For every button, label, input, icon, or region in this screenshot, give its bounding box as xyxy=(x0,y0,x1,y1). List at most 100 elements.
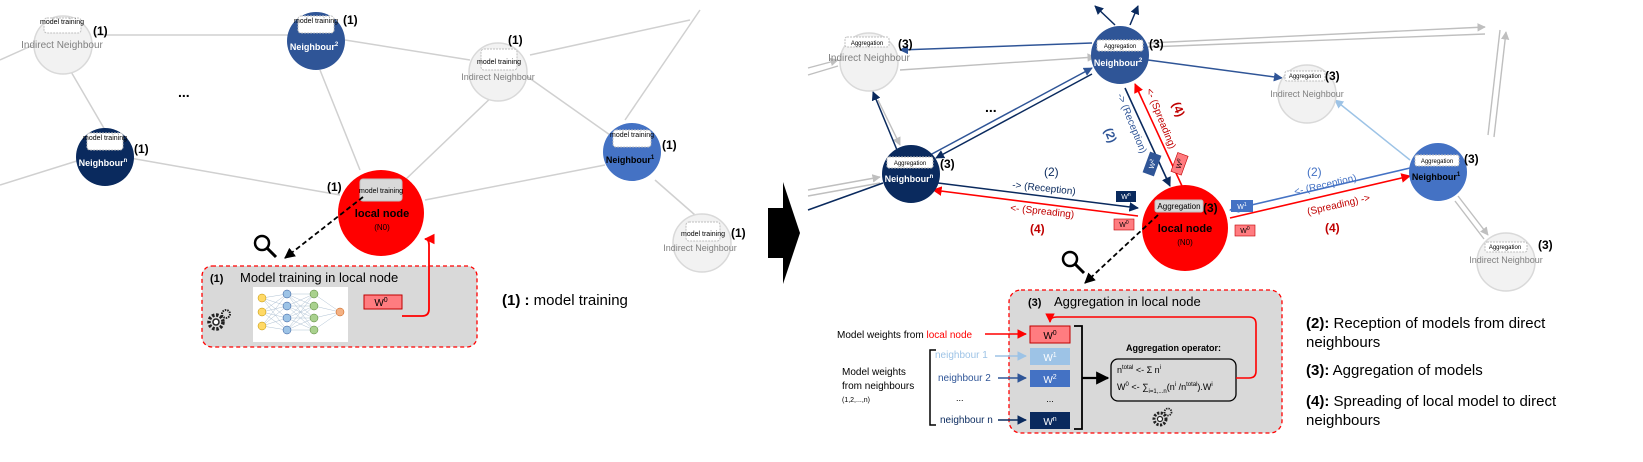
local-node: model training local node (N0) (1) xyxy=(327,170,424,256)
edge-label-step2-top: (2) xyxy=(1101,126,1119,145)
node-name: local node xyxy=(355,208,409,220)
node-box-label: model training xyxy=(83,135,127,142)
node-box-label: model training xyxy=(610,132,654,139)
panel-step: (1) xyxy=(210,273,224,285)
neighbour-2-node: Aggregation Neighbour2 (3) xyxy=(1091,26,1164,84)
operator-title: Aggregation operator: xyxy=(1126,343,1221,353)
step-label: (1) xyxy=(731,226,746,240)
node-name: Neighbour1 xyxy=(606,155,655,165)
svg-text:Wn: Wn xyxy=(1043,416,1056,428)
legend-step3: (3): Aggregation of models xyxy=(1306,362,1483,379)
zoom-arrow xyxy=(1084,214,1159,284)
svg-text:W1: W1 xyxy=(1043,352,1056,364)
neighbour-1-node: Aggregation Neighbour1 (3) xyxy=(1409,143,1479,201)
panel-weight-ellipsis: ... xyxy=(1046,394,1054,404)
operator-formula-total: ntotal <- Σ ni xyxy=(1117,365,1162,375)
row-label-neighbour-1: neighbour 1 xyxy=(935,350,988,361)
node-name: Indirect Neighbour xyxy=(21,40,103,51)
right-neighbour-edges xyxy=(807,5,1411,219)
node-box-label: Aggregation xyxy=(1104,44,1136,50)
weight-box-w0-spreading-n: W0 xyxy=(1113,218,1135,231)
legend-step4: (4): Spreading of local model to direct … xyxy=(1306,393,1557,429)
panel-step: (3) xyxy=(1028,297,1042,309)
node-name: Indirect Neighbour xyxy=(1270,89,1344,99)
weight-box-w0-spreading-1: W0 xyxy=(1234,224,1256,237)
node-name: Neighbourn xyxy=(885,174,934,184)
indirect-neighbour-node: Aggregation Indirect Neighbour (3) xyxy=(1469,232,1553,292)
from-local-label: Model weights from local node xyxy=(837,330,973,341)
edge-label-spreading-left: <- (Spreading) xyxy=(1010,203,1075,221)
edge-label-step4-left: (4) xyxy=(1030,222,1045,236)
panel-title: Model training in local node xyxy=(240,270,398,285)
legend-step1: (1) : model training xyxy=(502,292,628,309)
panel-weight-w1: W1 xyxy=(1030,348,1070,365)
local-node: Aggregation local node (N0) (3) xyxy=(1142,185,1228,271)
node-box-label: Aggregation xyxy=(851,41,883,47)
svg-text:W2: W2 xyxy=(1147,158,1159,170)
edge-label-step2-right: (2) xyxy=(1307,165,1322,179)
gear-icon xyxy=(207,309,231,331)
edge-label-spreading-right: (Spreading) -> xyxy=(1306,193,1371,218)
svg-text:W2: W2 xyxy=(1043,374,1056,386)
from-neighbours-line1: Model weights xyxy=(842,367,906,378)
aggregation-panel: (3) Aggregation in local node Model weig… xyxy=(837,289,1283,434)
node-id: (N0) xyxy=(1177,238,1193,247)
svg-text:W0: W0 xyxy=(374,297,387,309)
step-label: (3) xyxy=(1203,201,1218,215)
zoom-arrow xyxy=(284,196,364,259)
weight-w0-box: W0 xyxy=(363,294,403,310)
legend-step2: (2): Reception of models from direct nei… xyxy=(1306,315,1546,351)
node-name: Neighbour2 xyxy=(290,42,339,52)
node-name: Indirect Neighbour xyxy=(1469,255,1543,265)
edge-label-reception-right: <- (Reception) xyxy=(1293,173,1357,198)
node-box-label: Aggregation xyxy=(1289,74,1321,80)
step-label: (3) xyxy=(940,157,955,171)
step-label: (1) xyxy=(134,142,149,156)
panel-weight-w0: W0 xyxy=(1029,325,1071,344)
node-box-label: Aggregation xyxy=(1421,159,1453,165)
ellipsis: ... xyxy=(985,99,997,115)
edge-label-step2-left: (2) xyxy=(1044,165,1059,179)
step-label: (3) xyxy=(898,37,913,51)
edge-label-spreading-top: <- (Spreading) xyxy=(1143,87,1177,151)
svg-text:W0: W0 xyxy=(1174,158,1186,170)
left-diagram: model training Indirect Neighbour (1) mo… xyxy=(0,9,746,348)
transition-arrow xyxy=(768,182,800,284)
node-name: Indirect Neighbour xyxy=(828,53,910,64)
weights-to-local-node-arrow xyxy=(402,233,435,317)
node-id: (N0) xyxy=(374,223,390,232)
step-label: (3) xyxy=(1149,37,1164,51)
svg-text:W0: W0 xyxy=(1119,220,1129,229)
magnifier-icon xyxy=(1061,250,1086,275)
neighbours-bracket xyxy=(929,349,936,426)
node-box-label: model training xyxy=(477,59,521,66)
magnifier-icon xyxy=(253,234,278,259)
row-label-neighbour-n: neighbour n xyxy=(940,415,993,426)
node-name: local node xyxy=(1158,223,1212,235)
weight-box-w1-reception: W1 xyxy=(1231,200,1253,212)
from-neighbours-line2: from neighbours xyxy=(842,381,914,392)
node-box-label: Aggregation xyxy=(894,161,926,167)
neural-network-thumbnail xyxy=(253,287,348,342)
svg-text:W0: W0 xyxy=(1043,330,1056,342)
operator-formula-w0: W0 <- ∑i=1,...n(ni /ntotal).Wi xyxy=(1117,382,1213,395)
node-name: Indirect Neighbour xyxy=(663,243,737,253)
step-label: (1) xyxy=(508,33,523,47)
node-box-label: Aggregation xyxy=(1489,245,1521,251)
step-label: (3) xyxy=(1464,152,1479,166)
node-box-label: model training xyxy=(40,19,84,26)
node-box-label: Aggregation xyxy=(1157,202,1200,211)
right-gray-edges xyxy=(807,23,1510,240)
neighbour-n-node: Aggregation Neighbourn (3) xyxy=(882,145,955,203)
weight-box-w2-reception: W2 xyxy=(1142,151,1162,177)
panel-weight-wn: Wn xyxy=(1030,412,1070,429)
step-label: (1) xyxy=(93,24,108,38)
edge-label-step4-right: (4) xyxy=(1325,221,1340,235)
node-box-label: model training xyxy=(359,188,403,195)
step-label: (3) xyxy=(1325,69,1340,83)
node-box-label: model training xyxy=(294,18,338,25)
step-label: (1) xyxy=(662,138,677,152)
node-name: Neighbour2 xyxy=(1094,58,1143,68)
neighbour-n-node: model training Neighbourn (1) xyxy=(76,128,149,186)
indirect-neighbour-node: model training Indirect Neighbour (1) xyxy=(21,15,108,75)
